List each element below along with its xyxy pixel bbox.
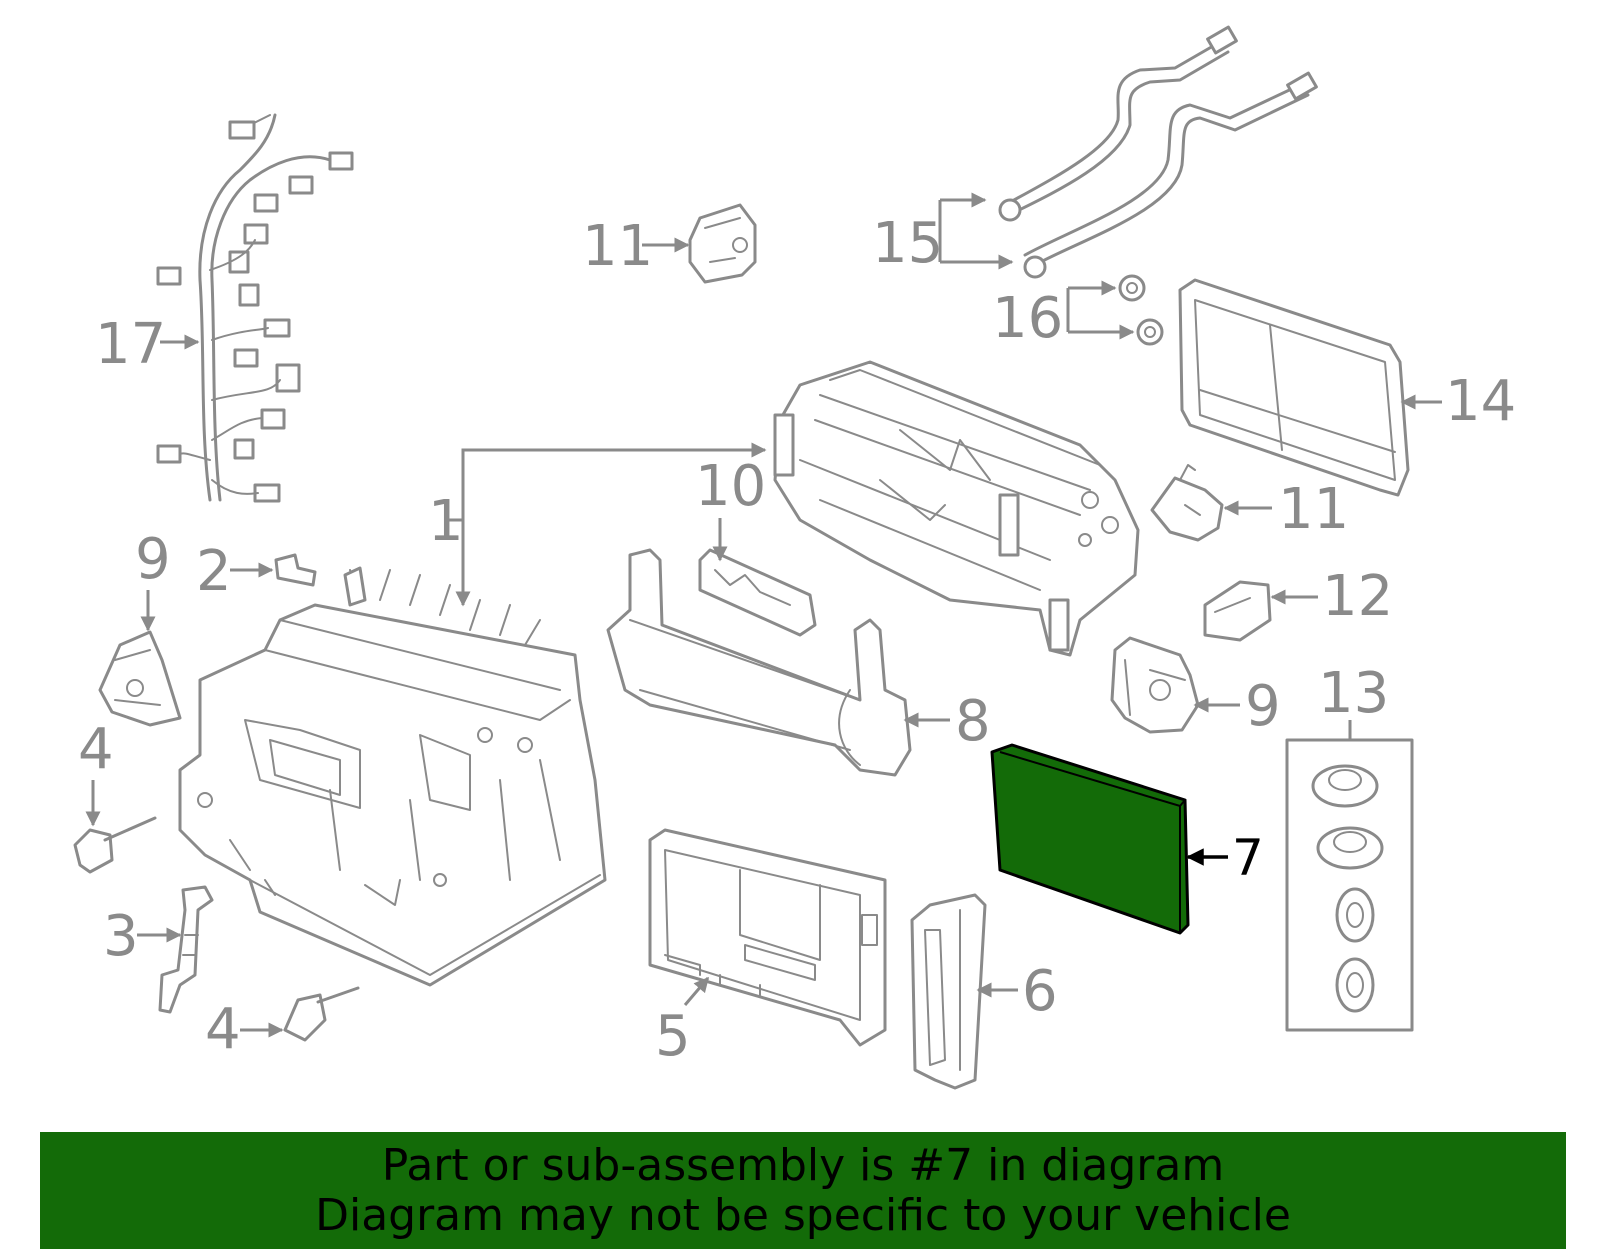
part-1-upper-housing xyxy=(773,360,1140,657)
callout-12: 12 xyxy=(1322,564,1393,629)
callout-14: 14 xyxy=(1445,369,1516,434)
callout-5: 5 xyxy=(655,1004,691,1069)
callout-9-right: 9 xyxy=(1245,674,1281,739)
part-10-bracket xyxy=(698,548,817,637)
part-1-lower-housing xyxy=(178,566,607,987)
callout-15: 15 xyxy=(872,211,943,276)
callout-2: 2 xyxy=(196,539,232,604)
banner-line-1: Part or sub-assembly is #7 in diagram xyxy=(381,1139,1225,1191)
part-11-actuator-top xyxy=(688,203,757,284)
part-5-housing-cover xyxy=(648,828,887,1047)
part-6-door xyxy=(910,893,987,1090)
part-4-sensor-lower xyxy=(283,986,360,1042)
part-13-grommet-set xyxy=(1285,738,1414,1032)
part-17-wiring-harness xyxy=(156,113,354,503)
callout-8: 8 xyxy=(955,689,991,754)
callout-11-top: 11 xyxy=(582,214,653,279)
callout-7: 7 xyxy=(1232,829,1264,887)
part-12-actuator xyxy=(1203,580,1272,642)
callout-4-upper: 4 xyxy=(78,717,114,782)
callout-16: 16 xyxy=(992,286,1063,351)
part-9-actuator-right xyxy=(1110,636,1200,734)
part-14-heater-core xyxy=(1178,278,1410,497)
callout-10: 10 xyxy=(695,454,766,519)
callout-3: 3 xyxy=(103,904,139,969)
callout-9-left: 9 xyxy=(135,527,171,592)
part-16-clips xyxy=(1118,274,1164,346)
callout-11-right: 11 xyxy=(1278,477,1349,542)
info-banner: Part or sub-assembly is #7 in diagram Di… xyxy=(40,1132,1566,1249)
part-9-actuator-left xyxy=(98,630,182,727)
part-15-pipes xyxy=(998,25,1318,279)
part-11-actuator-right xyxy=(1150,464,1224,542)
callout-17: 17 xyxy=(95,312,166,377)
part-4-sensor-upper xyxy=(73,816,157,874)
callout-4-lower: 4 xyxy=(205,997,241,1062)
part-3-sensor-probe xyxy=(158,885,214,1014)
part-7-cabin-air-filter xyxy=(990,743,1190,935)
banner-line-2: Diagram may not be specific to your vehi… xyxy=(315,1189,1291,1241)
part-2-clip xyxy=(274,553,317,587)
callout-6: 6 xyxy=(1022,959,1058,1024)
part-8-duct xyxy=(606,548,912,777)
callout-13: 13 xyxy=(1318,661,1389,726)
